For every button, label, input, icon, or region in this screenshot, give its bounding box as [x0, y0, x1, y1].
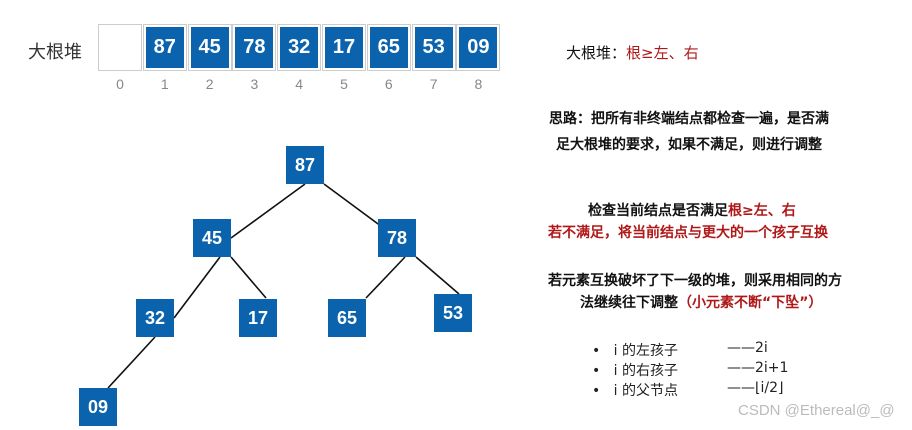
- array-index: 1: [160, 76, 169, 92]
- array-index: 6: [384, 76, 393, 92]
- array-cell: 87: [142, 24, 187, 71]
- formula-label: i 的左孩子: [613, 343, 678, 359]
- tree-node: 53: [434, 294, 472, 332]
- check-rule: 根≥左、右: [728, 203, 796, 219]
- edge: [365, 256, 406, 299]
- formula-value: ——2i: [727, 340, 768, 356]
- formula-label: i 的右孩子: [613, 363, 678, 379]
- definition-rule: 根≥左、右: [626, 44, 699, 62]
- edge: [415, 256, 460, 295]
- array-cell: 32: [277, 24, 322, 71]
- sink-line2: 法继续往下调整（小元素不断“下坠”）: [580, 292, 822, 312]
- array-label: 大根堆: [28, 42, 82, 63]
- tree-node: 09: [79, 388, 117, 426]
- array-index: 2: [205, 76, 214, 92]
- array-cell: 45: [187, 24, 232, 71]
- array-value: 87: [145, 27, 184, 68]
- edge: [107, 336, 156, 389]
- array-index: 4: [295, 76, 304, 92]
- array-value: 65: [369, 27, 408, 68]
- definition: 大根堆：根≥左、右: [566, 42, 699, 63]
- formula-value: ——2i+1: [727, 360, 789, 376]
- array-index: 8: [474, 76, 483, 92]
- idea-line1: 思路：把所有非终端结点都检查一遍，是否满: [549, 111, 829, 127]
- array-cell: 09: [456, 24, 501, 71]
- watermark: CSDN @Ethereal@_@: [738, 402, 895, 419]
- formula-value: ——⌊i/2⌋: [727, 380, 784, 396]
- array-cell: 65: [366, 24, 411, 71]
- array-value: 53: [414, 27, 453, 68]
- array-index: 3: [250, 76, 259, 92]
- edge: [230, 183, 306, 239]
- array-value: 45: [190, 27, 229, 68]
- array-index: 5: [340, 76, 348, 92]
- check-line1: 检查当前结点是否满足根≥左、右: [588, 200, 796, 220]
- array-cell: 78: [232, 24, 277, 71]
- sink-red: （小元素不断“下坠”）: [678, 295, 823, 311]
- array-value: 09: [459, 27, 498, 68]
- tree-node: 17: [239, 299, 277, 337]
- array-cell: 53: [411, 24, 456, 71]
- array-index: 7: [429, 76, 438, 92]
- array-cell: 17: [322, 24, 366, 71]
- check-prefix: 检查当前结点是否满足: [588, 203, 728, 219]
- sink-prefix: 法继续往下调整: [580, 295, 678, 311]
- formula-right-child: • i 的右孩子——2i+1: [592, 360, 789, 379]
- tree-node: 45: [193, 219, 231, 257]
- array-index: 0: [116, 76, 124, 92]
- sink-line1: 若元素互换破坏了下一级的堆，则采用相同的方: [548, 273, 842, 289]
- idea-line2: 足大根堆的要求，如果不满足，则进行调整: [556, 137, 822, 153]
- definition-prefix: 大根堆：: [566, 44, 627, 62]
- check-line2: 若不满足，将当前结点与更大的一个孩子互换: [548, 225, 828, 241]
- edge: [230, 256, 267, 299]
- array-value: 78: [235, 27, 274, 68]
- edge: [173, 256, 221, 319]
- array-cell: [98, 24, 142, 71]
- tree-node: 87: [286, 146, 324, 184]
- array-value: 32: [280, 27, 319, 68]
- array-value: 17: [325, 27, 363, 68]
- formula-label: i 的父节点: [613, 383, 678, 399]
- formula-left-child: • i 的左孩子——2i: [592, 340, 768, 359]
- formula-parent: • i 的父节点——⌊i/2⌋: [592, 380, 784, 399]
- tree-node: 78: [378, 219, 416, 257]
- tree-node: 65: [328, 299, 366, 337]
- tree-node: 32: [136, 299, 174, 337]
